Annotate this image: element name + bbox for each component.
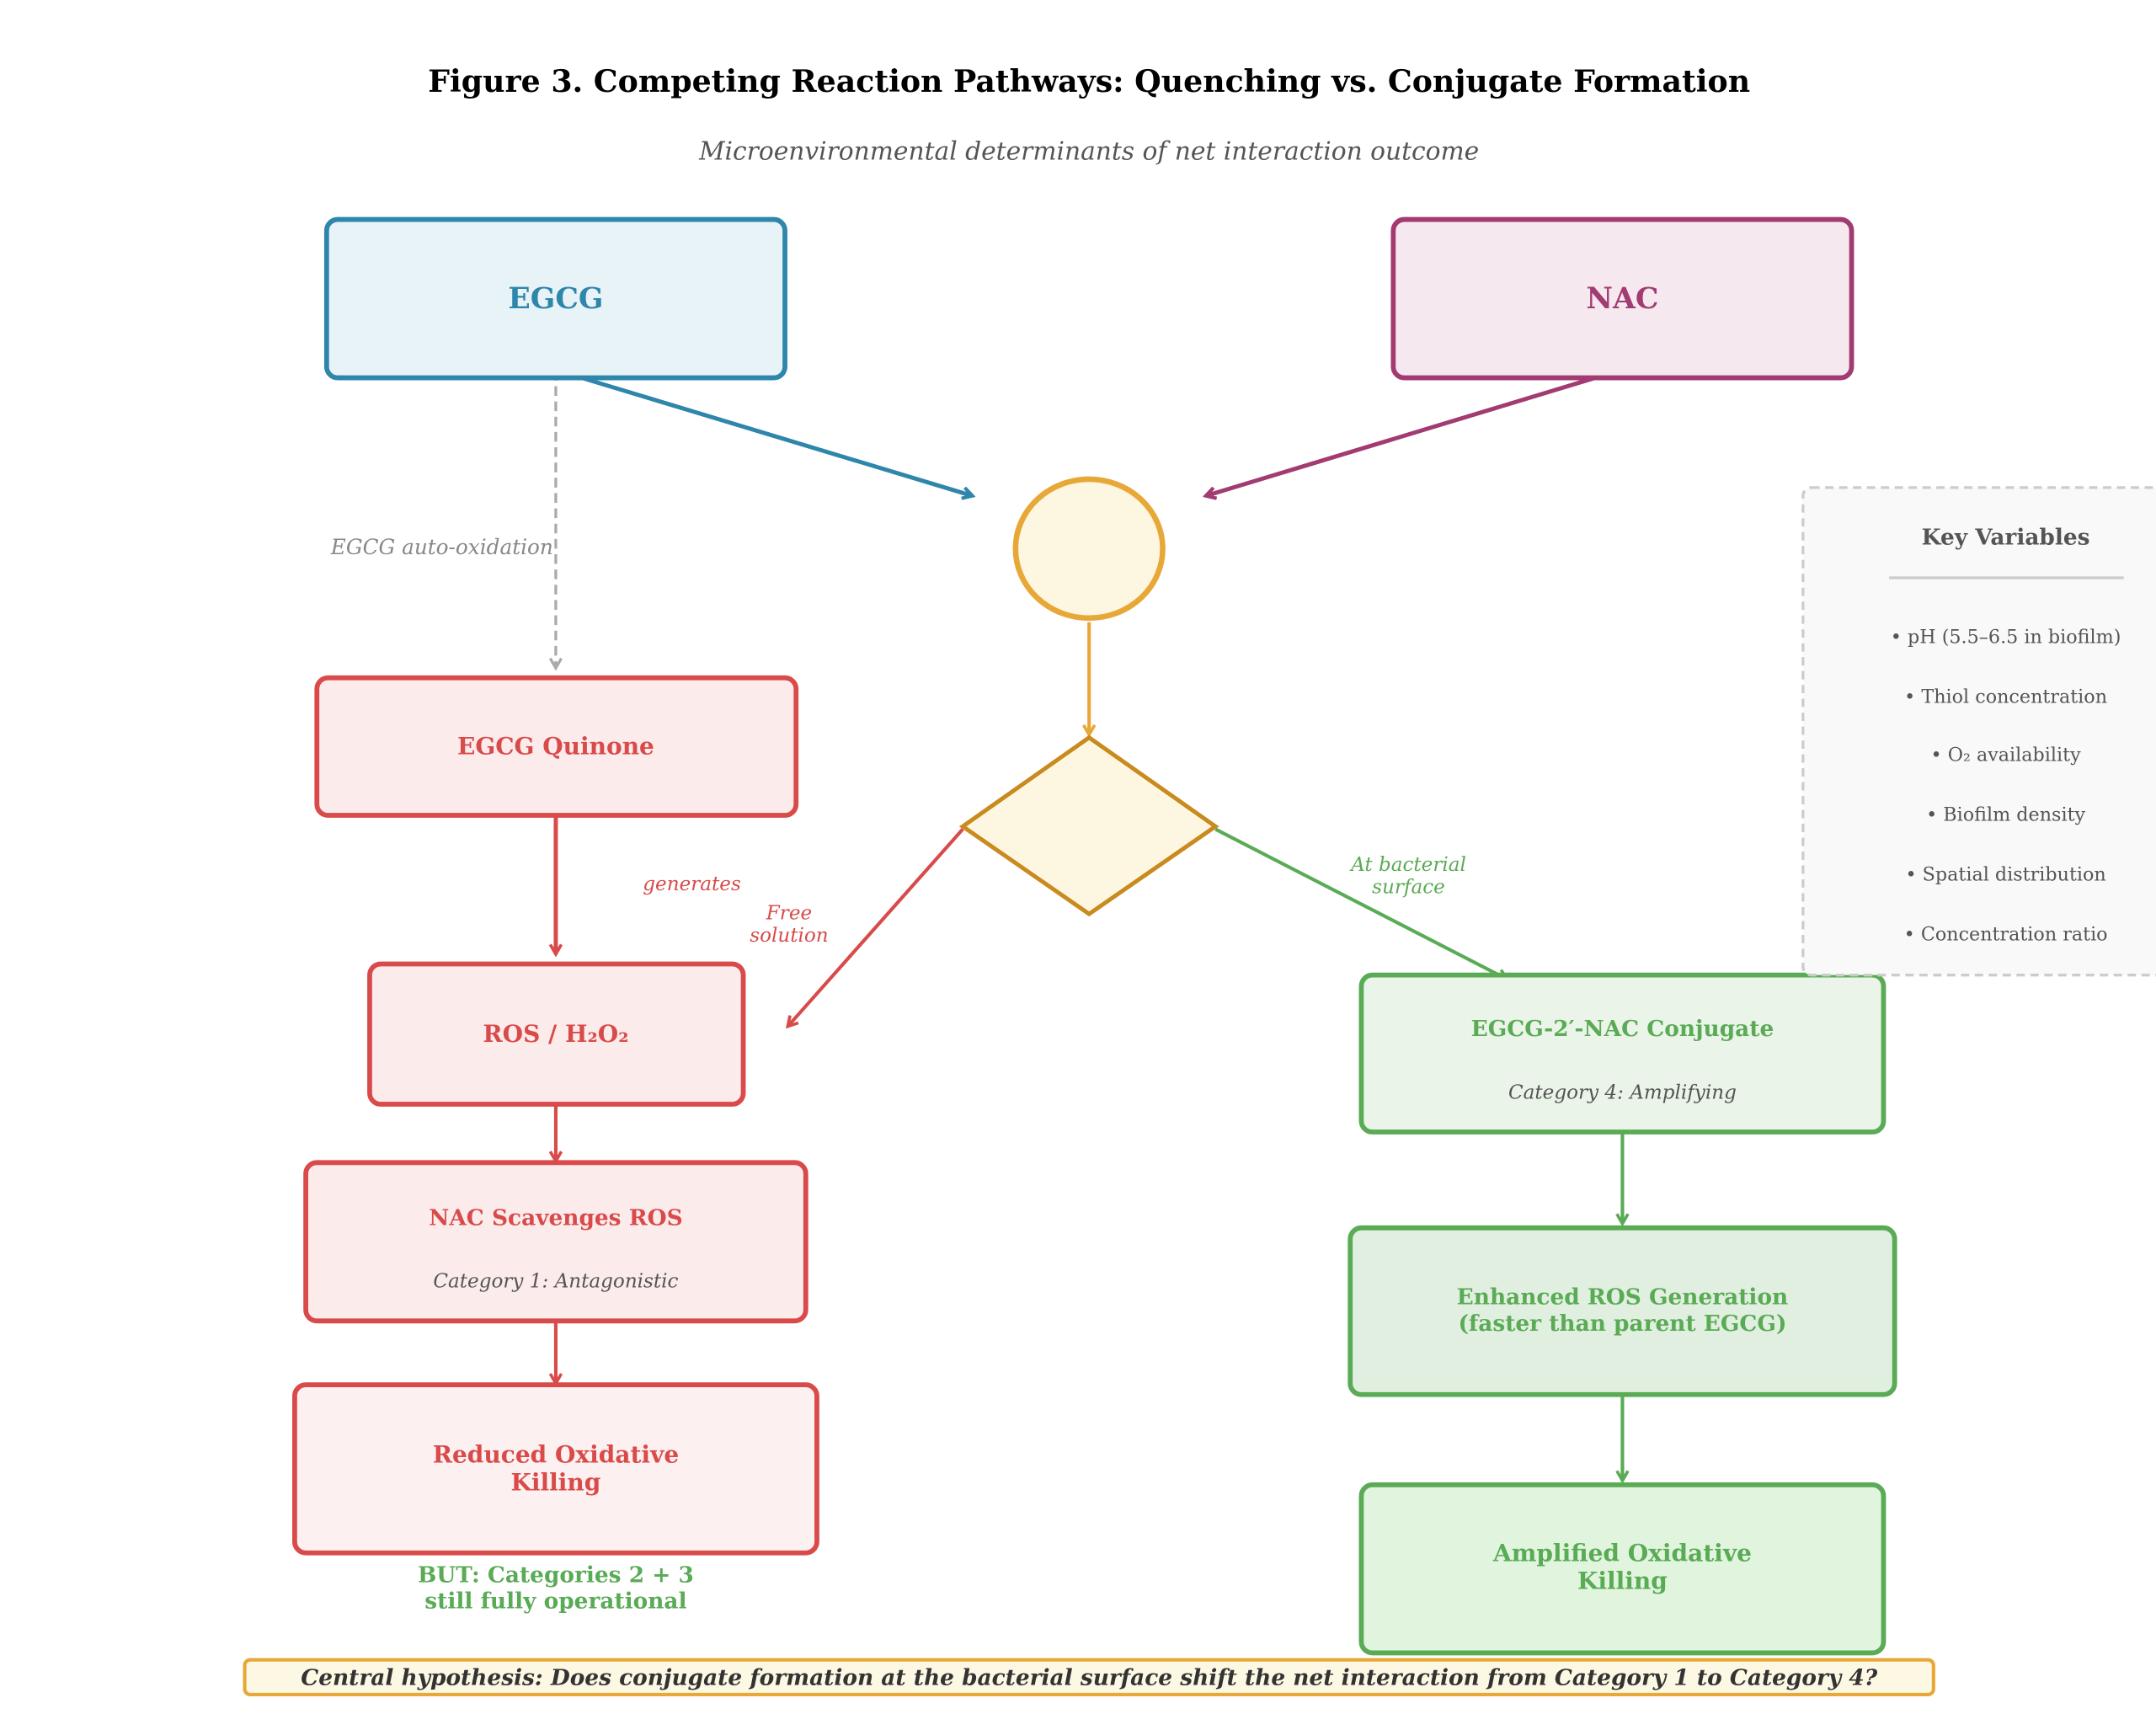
svg-text:Killing: Killing <box>1577 1567 1668 1595</box>
node-nac: NAC <box>1390 216 1854 381</box>
key-variable-item: • Biofilm density <box>1926 804 2085 826</box>
svg-text:Amplified Oxidative: Amplified Oxidative <box>1492 1540 1752 1567</box>
svg-text:NAC: NAC <box>1586 281 1658 316</box>
node-amplified-killing: Amplified Oxidative Killing <box>1358 1482 1886 1656</box>
svg-text:Killing: Killing <box>510 1468 600 1496</box>
svg-text:(faster than parent EGCG): (faster than parent EGCG) <box>1458 1311 1786 1337</box>
svg-text:EGCG-2′-NAC Conjugate: EGCG-2′-NAC Conjugate <box>1471 1016 1774 1042</box>
svg-text:Enhanced ROS Generation: Enhanced ROS Generation <box>1457 1284 1789 1311</box>
key-variable-item: • Thiol concentration <box>1904 686 2107 707</box>
svg-text:Reduced Oxidative: Reduced Oxidative <box>433 1441 679 1469</box>
node-egcg-quinone: EGCG Quinone <box>314 675 799 818</box>
node-egcg: EGCG <box>323 216 787 381</box>
node-conjugate: EGCG-2′-NAC Conjugate Category 4: Amplif… <box>1358 972 1886 1135</box>
arrow-free-solution <box>787 828 964 1027</box>
node-reduced-killing: Reduced Oxidative Killing <box>292 1382 819 1556</box>
note-line-1: BUT: Categories 2 + 3 <box>418 1562 694 1588</box>
central-hypothesis: Central hypothesis: Does conjugate forma… <box>243 1658 1935 1696</box>
decision-diamond <box>958 734 1219 917</box>
arrow-egcg-to-junction <box>558 368 972 495</box>
key-variable-item: • Concentration ratio <box>1904 923 2108 945</box>
figure-subtitle: Microenvironmental determinants of net i… <box>698 136 1479 166</box>
label-surface-2: surface <box>1372 876 1445 898</box>
label-generates: generates <box>643 873 741 895</box>
svg-text:Category 1: Antagonistic: Category 1: Antagonistic <box>433 1271 678 1293</box>
node-nac-scavenges: NAC Scavenges ROS Category 1: Antagonist… <box>303 1160 808 1324</box>
figure-title: Figure 3. Competing Reaction Pathways: Q… <box>428 63 1750 99</box>
key-variable-item: • Spatial distribution <box>1905 864 2105 886</box>
key-variable-item: • O₂ availability <box>1931 745 2082 766</box>
arrow-nac-to-junction <box>1206 368 1620 495</box>
label-free-2: solution <box>750 925 828 947</box>
arrow-bacterial-surface <box>1214 827 1507 980</box>
svg-text:ROS / H₂O₂: ROS / H₂O₂ <box>483 1020 628 1048</box>
label-autooxidation: EGCG auto-oxidation <box>330 535 553 559</box>
node-enhanced-ros: Enhanced ROS Generation (faster than par… <box>1348 1225 1897 1397</box>
key-variables-panel: Key Variables • pH (5.5–6.5 in biofilm) … <box>1801 486 2156 977</box>
label-free-1: Free <box>766 903 812 925</box>
svg-text:Central hypothesis: Does conju: Central hypothesis: Does conjugate forma… <box>301 1664 1878 1690</box>
junction-circle <box>1012 476 1166 622</box>
svg-text:EGCG: EGCG <box>508 281 603 316</box>
key-variables-title: Key Variables <box>1922 524 2090 550</box>
label-surface-1: At bacterial <box>1349 854 1466 876</box>
svg-text:EGCG Quinone: EGCG Quinone <box>457 732 654 760</box>
key-variable-item: • pH (5.5–6.5 in biofilm) <box>1891 627 2121 649</box>
note-line-2: still fully operational <box>424 1589 686 1615</box>
svg-text:Category 4: Amplifying: Category 4: Amplifying <box>1508 1081 1737 1103</box>
svg-text:NAC Scavenges ROS: NAC Scavenges ROS <box>429 1205 682 1231</box>
node-ros: ROS / H₂O₂ <box>367 961 746 1107</box>
